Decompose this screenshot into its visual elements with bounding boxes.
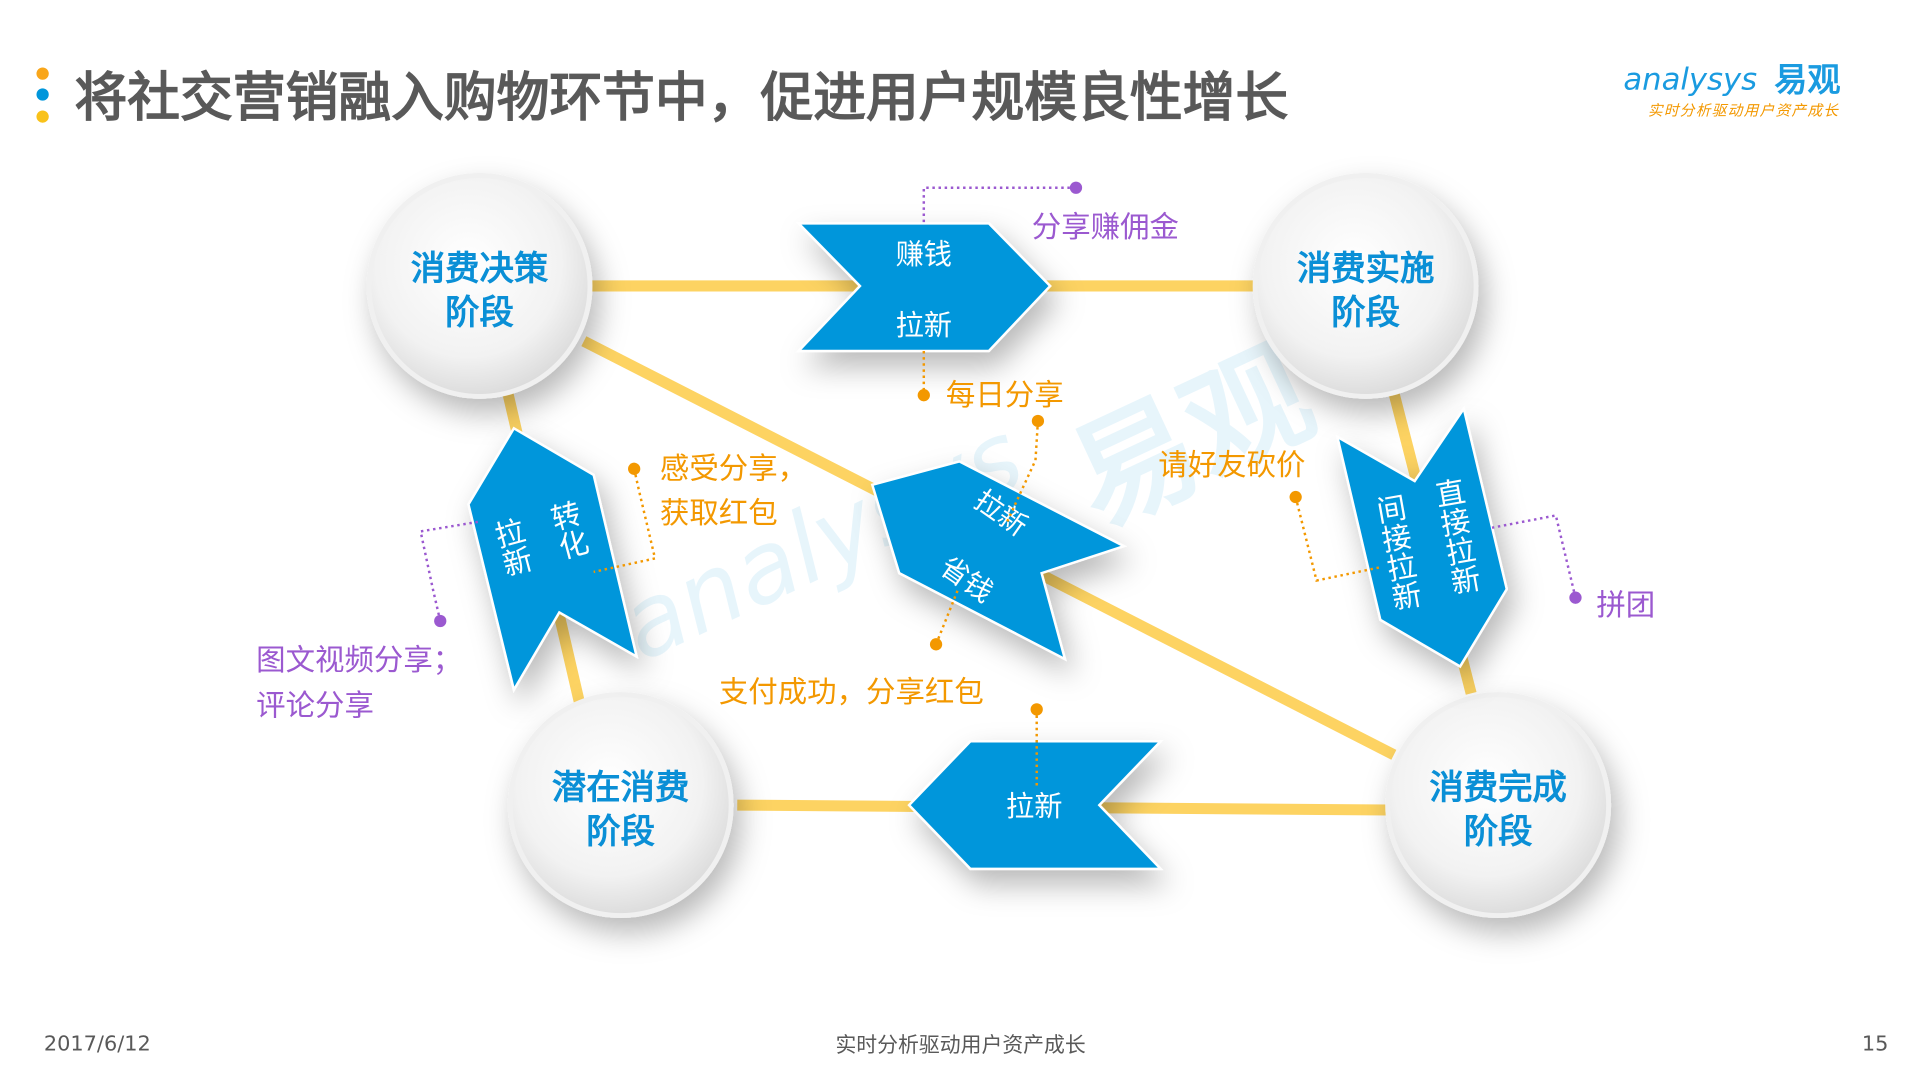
label-group-buy: 拼团 bbox=[1596, 588, 1655, 622]
page-title: 将社交营销融入购物环节中，促进用户规模良性增长 bbox=[75, 67, 1289, 128]
page-number: 15 bbox=[1862, 1032, 1889, 1056]
callout-lines bbox=[419, 186, 1577, 786]
arrow-top-text-1: 赚钱 bbox=[896, 238, 952, 271]
label-media-share-1: 图文视频分享； bbox=[256, 643, 462, 677]
stage-decision-label-2: 阶段 bbox=[445, 293, 514, 333]
label-pay-share: 支付成功，分享红包 bbox=[719, 675, 984, 709]
callout-dots bbox=[434, 181, 1582, 716]
stage-execution-label-1: 消费实施 bbox=[1297, 249, 1434, 289]
stage-execution-circle bbox=[1252, 173, 1479, 399]
stage-potential-label-1: 潜在消费 bbox=[552, 768, 689, 808]
svg-text:analysys: analysys bbox=[1623, 63, 1757, 98]
label-feel-share-2: 获取红包 bbox=[660, 496, 778, 530]
arrow-right bbox=[1335, 405, 1509, 669]
stage-completion-circle bbox=[1385, 692, 1612, 918]
arrow-top-text-2: 拉新 bbox=[896, 309, 952, 342]
stage-completion-label-2: 阶段 bbox=[1464, 812, 1533, 852]
label-feel-share-1: 感受分享， bbox=[660, 452, 807, 486]
stage-execution-label-2: 阶段 bbox=[1331, 293, 1400, 333]
label-bargain: 请好友砍价 bbox=[1158, 448, 1305, 482]
stage-decision-label-1: 消费决策 bbox=[411, 249, 549, 289]
title-dot-blue bbox=[36, 88, 49, 101]
footer-date: 2017/6/12 bbox=[44, 1032, 151, 1056]
stage-decision-circle bbox=[366, 173, 593, 399]
title-dot-yellow bbox=[36, 110, 49, 123]
svg-text:实时分析驱动用户资产成长: 实时分析驱动用户资产成长 bbox=[1648, 102, 1839, 119]
stage-completion-label-1: 消费完成 bbox=[1429, 768, 1566, 808]
arrow-bottom-text: 拉新 bbox=[1006, 790, 1062, 823]
stage-potential-circle bbox=[507, 692, 734, 918]
arrow-bottom bbox=[907, 740, 1164, 871]
svg-text:易观: 易观 bbox=[1774, 60, 1840, 99]
stage-potential-label-2: 阶段 bbox=[586, 812, 655, 852]
arrow-left bbox=[467, 426, 639, 693]
label-share-commission: 分享赚佣金 bbox=[1032, 210, 1179, 244]
arrow-top bbox=[795, 222, 1052, 353]
analysys-logo: analysys 易观 实时分析驱动用户资产成长 bbox=[1623, 60, 1840, 120]
arrow-center bbox=[870, 460, 1128, 662]
label-daily-share: 每日分享 bbox=[946, 378, 1064, 412]
label-media-share-2: 评论分享 bbox=[256, 689, 374, 723]
footer-slogan: 实时分析驱动用户资产成长 bbox=[835, 1033, 1085, 1057]
title-dot-orange bbox=[36, 67, 49, 80]
